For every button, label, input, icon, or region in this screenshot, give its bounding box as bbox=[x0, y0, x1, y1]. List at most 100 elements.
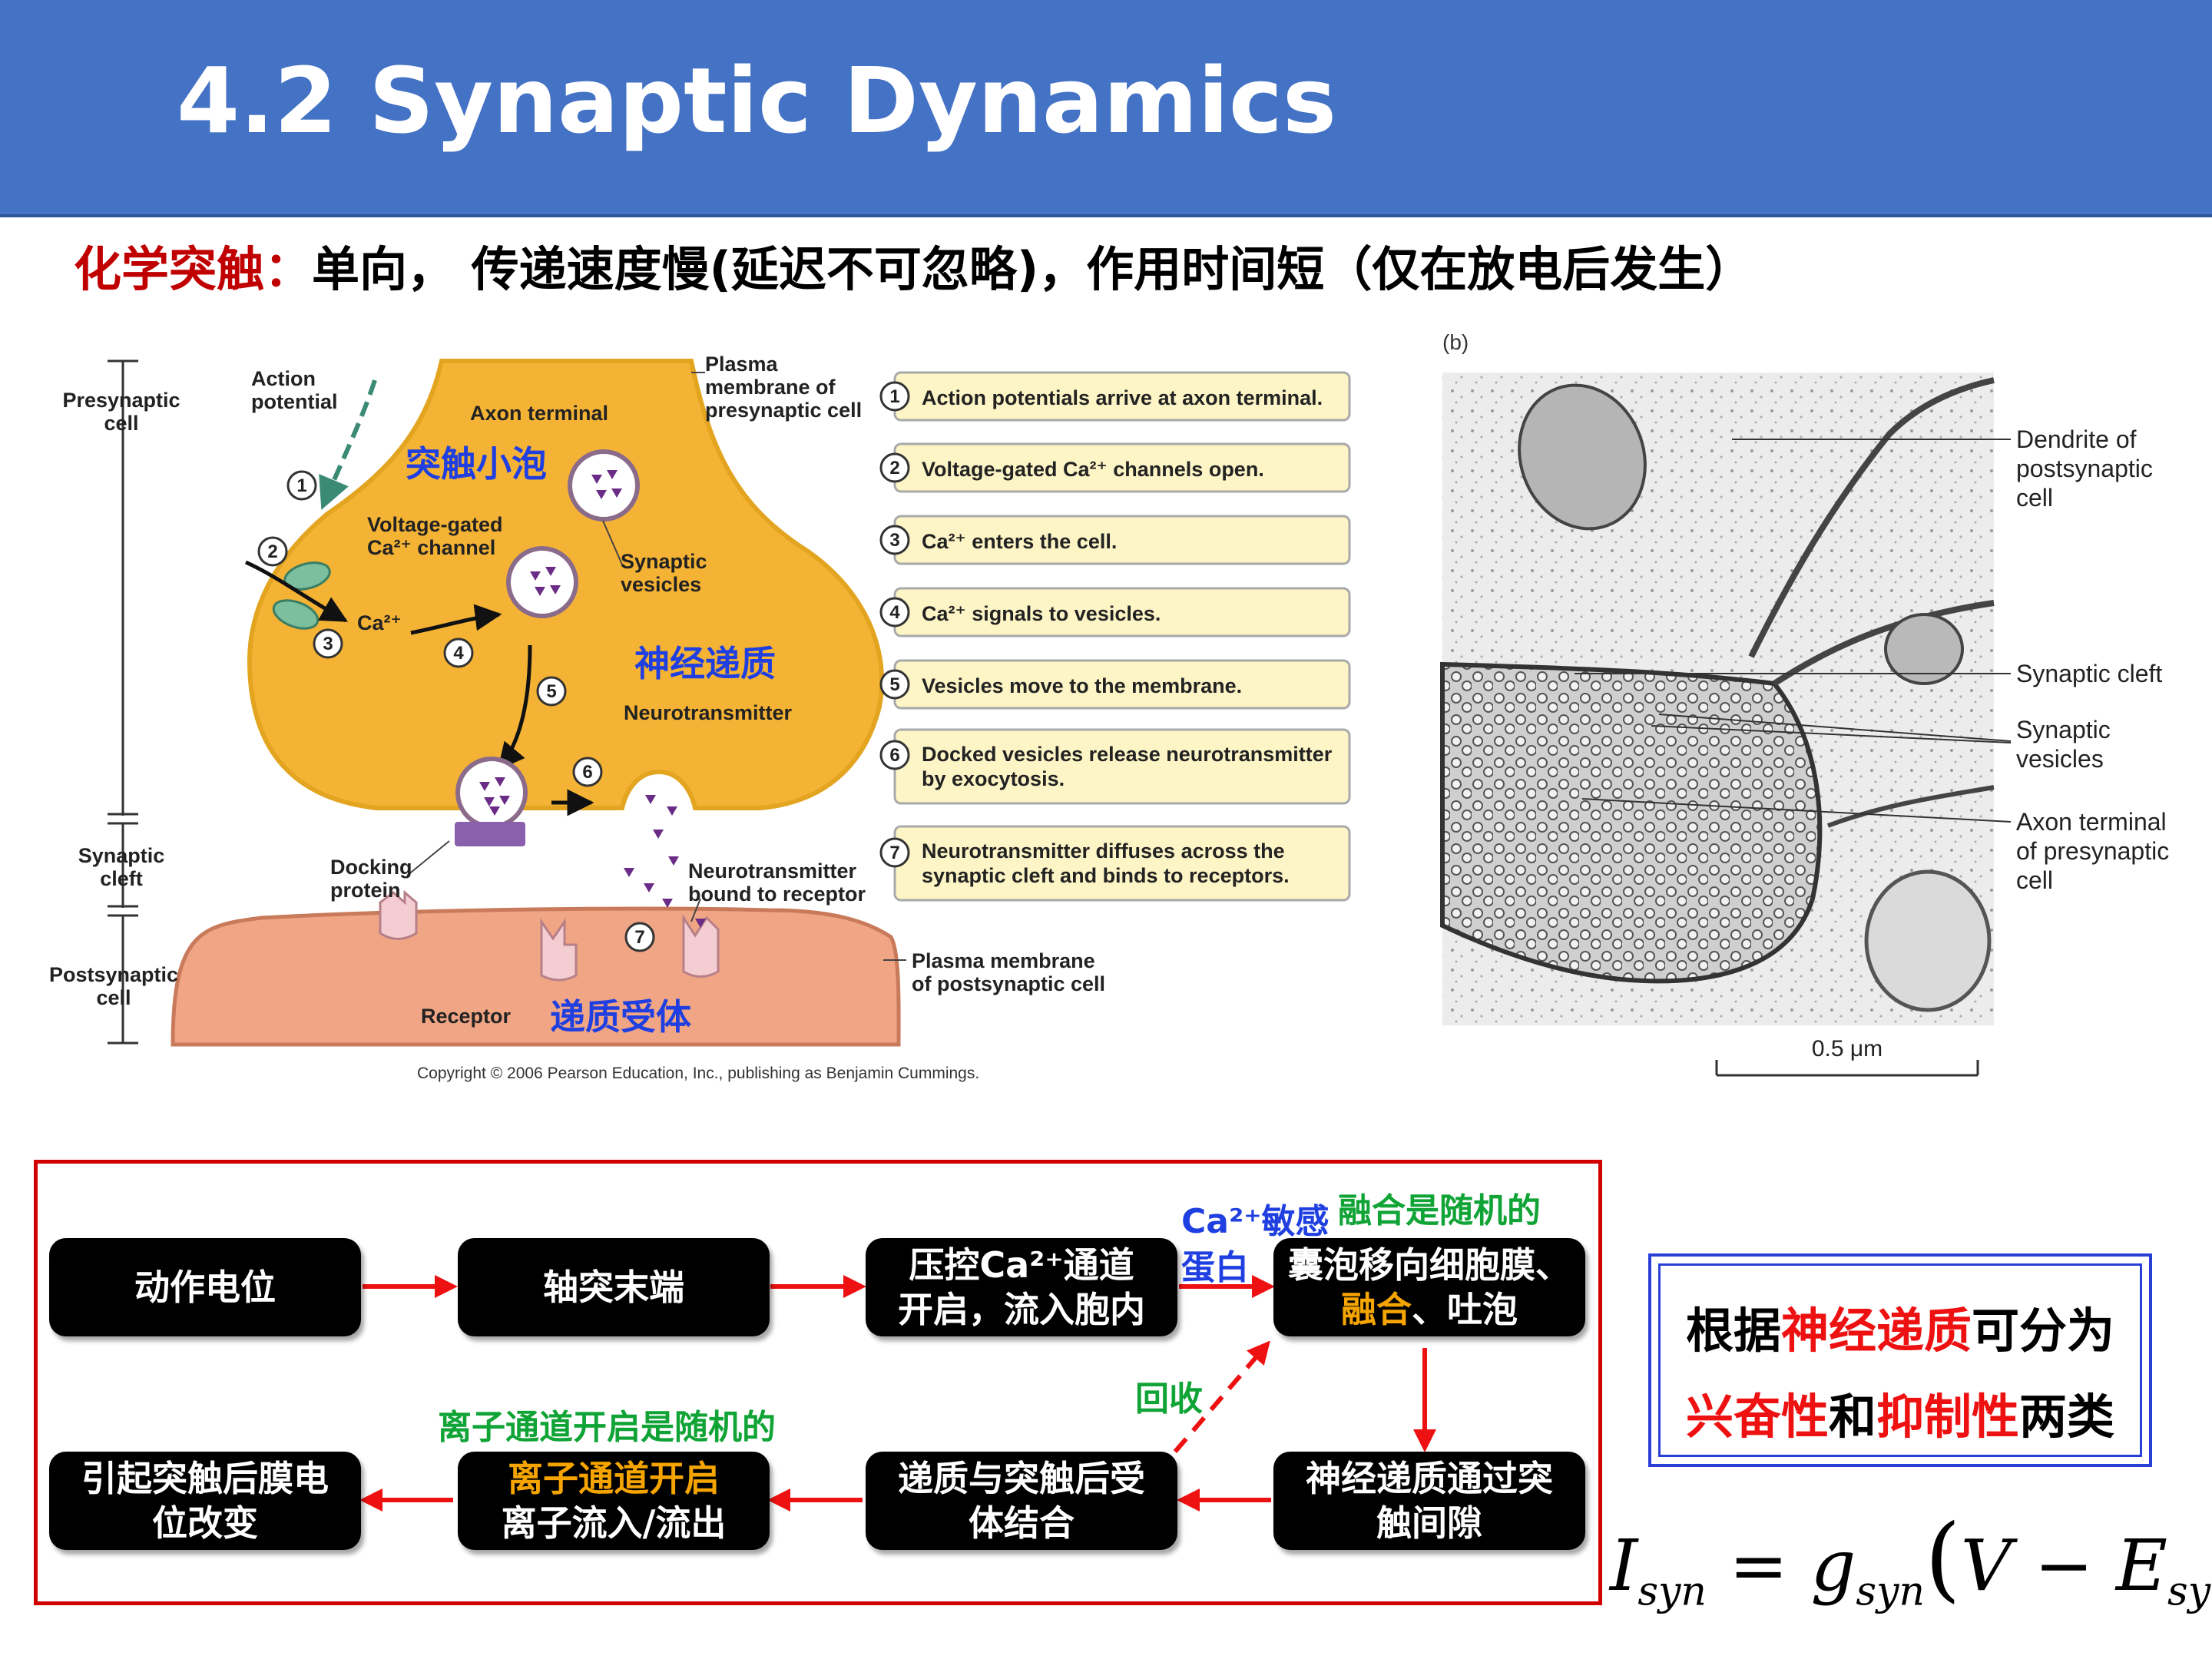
micro-label-vesicles-2: vesicles bbox=[2016, 745, 2104, 773]
label-postsynaptic-2: cell bbox=[96, 986, 131, 1009]
micro-label-cleft: Synaptic cleft bbox=[2016, 660, 2162, 687]
info-line2-red2: 抑制性 bbox=[1876, 1389, 2020, 1445]
receptor-shape bbox=[540, 918, 578, 982]
step-num-2: 2 bbox=[267, 541, 277, 562]
step-text-6a: Docked vesicles release neurotransmitter bbox=[922, 743, 1333, 766]
label-pm-pre-1: Plasma bbox=[705, 353, 779, 376]
label-cleft-1: Synaptic bbox=[78, 844, 165, 867]
micro-label-axon-3: cell bbox=[2016, 866, 2053, 894]
scale-label: 0.5 μm bbox=[1812, 1036, 1883, 1061]
flow-box-axon-terminal: 轴突末端 bbox=[458, 1238, 770, 1336]
label-axon-terminal: Axon terminal bbox=[470, 402, 608, 425]
ca-channel-shape bbox=[272, 599, 320, 630]
step-box-num-6: 6 bbox=[889, 745, 899, 766]
label-receptor: Receptor bbox=[421, 1005, 512, 1028]
ca-signal-arrow bbox=[410, 604, 502, 635]
cn-label-neurotransmitter: 神经递质 bbox=[634, 644, 776, 684]
step-text-4: Ca²⁺ signals to vesicles. bbox=[922, 602, 1161, 625]
label-cleft-2: cleft bbox=[100, 867, 143, 890]
synapse-diagram: 1 2 3 4 5 6 7 Presynaptic cell Synaptic … bbox=[49, 353, 1351, 1082]
label-ca: Ca²⁺ bbox=[357, 611, 402, 634]
label-presynaptic-2: cell bbox=[104, 412, 138, 435]
synaptic-vesicle bbox=[568, 449, 640, 522]
label-vesicles-2: vesicles bbox=[621, 573, 701, 596]
label-docking-1: Docking bbox=[330, 856, 412, 879]
step-list: 1 2 3 4 5 6 7 Action potentials arrive a… bbox=[879, 371, 1351, 902]
docking-protein-shape bbox=[455, 822, 525, 846]
step-num-5: 5 bbox=[546, 681, 556, 702]
flow-box-action-potential: 动作电位 bbox=[49, 1238, 361, 1336]
micro-label-dendrite-1: Dendrite of bbox=[2016, 426, 2137, 453]
subtitle: 化学突触：单向， 传递速度慢(延迟不可忽略)，作用时间短（仅在放电后发生） bbox=[74, 230, 1753, 300]
step-num-3: 3 bbox=[323, 634, 333, 654]
label-vesicles-1: Synaptic bbox=[621, 550, 707, 573]
receptor-shape bbox=[379, 889, 418, 940]
vesicle-move-arrow bbox=[497, 644, 532, 770]
flow-box-potential-change: 引起突触后膜电位改变 bbox=[49, 1452, 361, 1550]
flow-arrows bbox=[359, 1275, 1436, 1512]
flow-box-ca-channel: 压控Ca²⁺通道开启，流入胞内 bbox=[866, 1238, 1177, 1336]
slide-title: 4.2 Synaptic Dynamics bbox=[177, 48, 1337, 154]
step-text-5: Vesicles move to the membrane. bbox=[922, 674, 1242, 697]
label-pm-post-1: Plasma membrane bbox=[912, 949, 1095, 972]
info-line1-a: 根据 bbox=[1685, 1303, 1781, 1359]
label-ap-1: Action bbox=[251, 367, 316, 390]
flow-box-receptor-binding: 递质与突触后受体结合 bbox=[866, 1452, 1177, 1550]
step-box-num-1: 1 bbox=[889, 386, 899, 407]
ca-entry-arrow bbox=[244, 560, 349, 623]
cn-label-vesicle: 突触小泡 bbox=[406, 444, 547, 484]
synaptic-vesicle bbox=[506, 546, 578, 618]
info-line1-b: 可分为 bbox=[1972, 1303, 2115, 1359]
classification-box: 根据神经递质可分为 兴奋性和抑制性两类 bbox=[1648, 1253, 2152, 1467]
flow-box-ion-channel: 离子通道开启离子流入/流出 bbox=[458, 1452, 770, 1550]
step-box-num-5: 5 bbox=[889, 674, 899, 695]
info-line2-red1: 兴奋性 bbox=[1685, 1389, 1829, 1445]
title-bar bbox=[0, 0, 2212, 217]
step-text-3: Ca²⁺ enters the cell. bbox=[922, 530, 1117, 553]
ann-protein: 蛋白 bbox=[1181, 1248, 1249, 1287]
action-potential-arrow bbox=[319, 379, 377, 510]
step-box-num-4: 4 bbox=[889, 602, 900, 623]
info-line2-b: 两类 bbox=[2019, 1389, 2115, 1445]
info-line2-a: 和 bbox=[1828, 1389, 1876, 1445]
copyright-text: Copyright © 2006 Pearson Education, Inc.… bbox=[417, 1065, 979, 1082]
region-scale bbox=[108, 359, 138, 1045]
synaptic-vesicle bbox=[455, 757, 528, 829]
subtitle-red: 化学突触： bbox=[74, 241, 313, 297]
label-postsynaptic-1: Postsynaptic bbox=[49, 963, 178, 986]
synaptic-current-formula: Isyn = gsyn(V − Esyn) bbox=[1610, 1505, 2212, 1615]
label-nt-bound-2: bound to receptor bbox=[688, 882, 866, 906]
flow-box-nt-diffusion: 神经递质通过突触间隙 bbox=[1273, 1452, 1585, 1550]
step-box-num-2: 2 bbox=[889, 458, 899, 478]
label-presynaptic-1: Presynaptic bbox=[62, 389, 180, 412]
scale-bar bbox=[1715, 1060, 1979, 1077]
label-vgcc-1: Voltage-gated bbox=[367, 513, 503, 536]
step-text-7b: synaptic cleft and binds to receptors. bbox=[922, 864, 1290, 887]
ann-ca-sensitive: Ca²⁺敏感 bbox=[1181, 1202, 1330, 1241]
micro-label-axon-2: of presynaptic bbox=[2016, 837, 2169, 865]
label-docking-2: protein bbox=[330, 879, 401, 902]
cn-label-receptor: 递质受体 bbox=[550, 997, 691, 1037]
info-line1-red: 神经递质 bbox=[1780, 1303, 1972, 1359]
label-pm-pre-3: presynaptic cell bbox=[705, 399, 862, 422]
flow-box-vesicle-fusion: 囊泡移向细胞膜、 融合、吐泡 bbox=[1273, 1238, 1585, 1336]
label-pm-pre-2: membrane of bbox=[705, 376, 836, 399]
label-nt-bound-1: Neurotransmitter bbox=[688, 859, 857, 882]
ann-fusion-random: 融合是随机的 bbox=[1338, 1191, 1541, 1230]
micro-label-axon-1: Axon terminal bbox=[2016, 808, 2167, 836]
ann-recycle: 回收 bbox=[1135, 1379, 1203, 1419]
panel-label-b: (b) bbox=[1442, 330, 1469, 354]
step-num-6: 6 bbox=[582, 762, 592, 783]
step-num-1: 1 bbox=[296, 475, 306, 496]
ann-channel-random: 离子通道开启是随机的 bbox=[438, 1408, 776, 1447]
step-box-num-3: 3 bbox=[889, 530, 899, 551]
label-pm-post-2: of postsynaptic cell bbox=[912, 972, 1105, 995]
step-box-num-7: 7 bbox=[889, 843, 899, 863]
flow-frame bbox=[34, 1160, 1602, 1605]
label-neurotransmitter: Neurotransmitter bbox=[624, 701, 793, 724]
step-text-1: Action potentials arrive at axon termina… bbox=[922, 386, 1323, 409]
micro-label-dendrite-2: postsynaptic bbox=[2016, 455, 2153, 482]
step-num-4: 4 bbox=[453, 643, 464, 664]
step-num-7: 7 bbox=[634, 927, 644, 948]
postsynaptic-cell-shape bbox=[171, 906, 901, 1047]
